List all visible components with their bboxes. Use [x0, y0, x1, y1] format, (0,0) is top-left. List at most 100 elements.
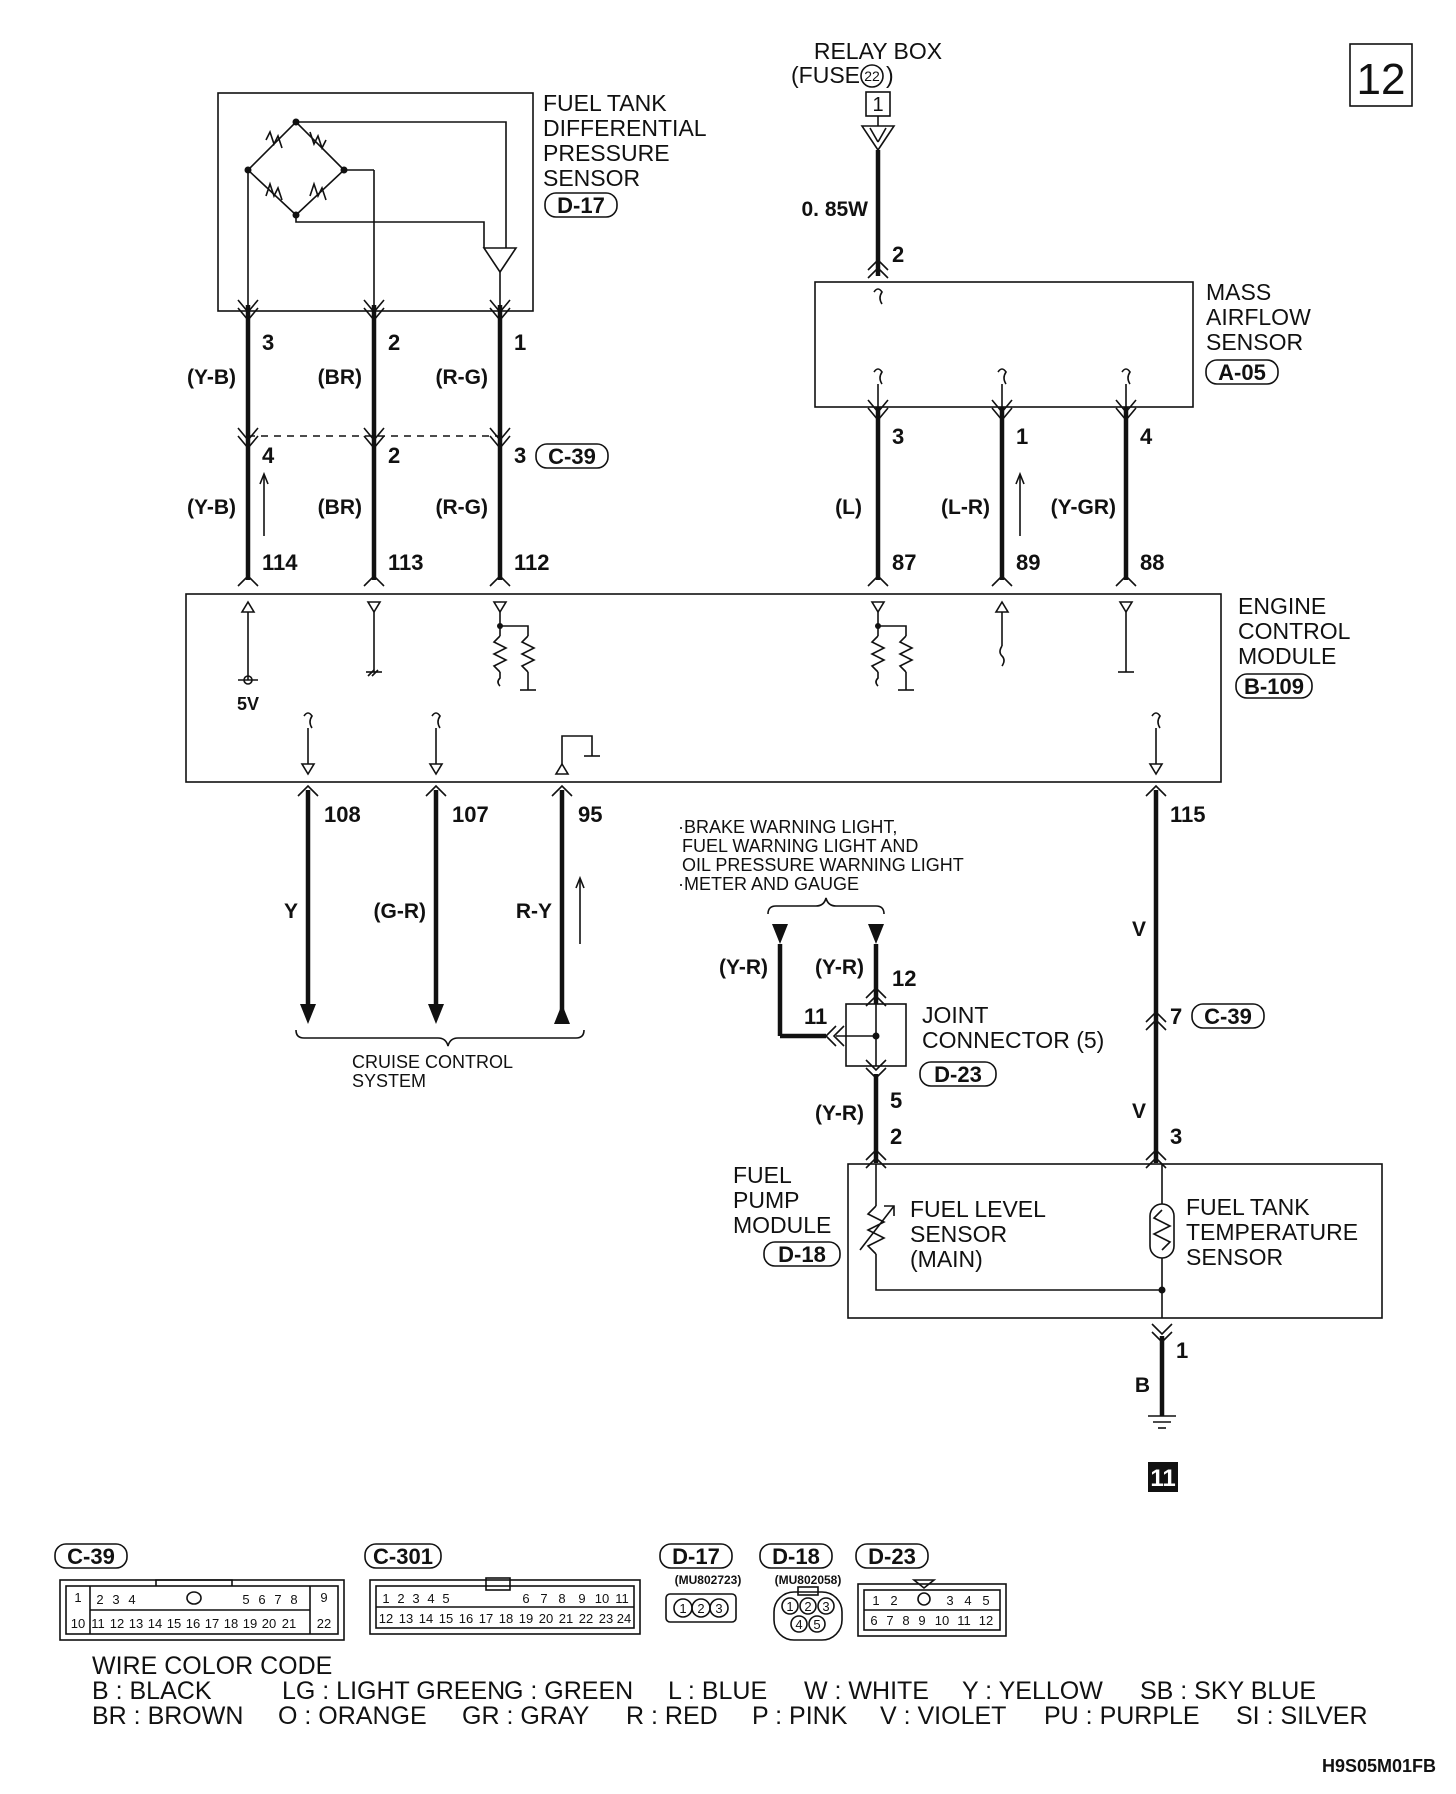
ecm-label-2: CONTROL	[1238, 618, 1351, 644]
d23-face-code: D-23	[868, 1544, 916, 1569]
fuel-level-sensor-icon	[859, 1164, 1162, 1291]
legend-title: WIRE COLOR CODE	[92, 1652, 332, 1680]
d17-cell: 3	[715, 1601, 722, 1616]
ecm-label-3: MODULE	[1238, 643, 1336, 669]
c301-cell: 6	[522, 1591, 529, 1606]
dp-sensor-wires	[237, 299, 511, 587]
c301-cell: 4	[427, 1591, 434, 1606]
c39-cell: 22	[317, 1616, 331, 1631]
ecm-box	[185, 593, 1222, 783]
legend-item: W : WHITE	[804, 1677, 929, 1705]
legend-item: P : PINK	[752, 1702, 848, 1730]
bridge-sensor-icon	[244, 118, 518, 311]
ecm-internal-circuits	[238, 600, 1164, 776]
d23-cell: 2	[890, 1593, 897, 1608]
c301-cell: 18	[499, 1611, 513, 1626]
ecm-pin-89: 89	[1016, 550, 1040, 575]
ground-color-b: B	[1135, 1374, 1150, 1397]
maf-color-l: (L)	[835, 496, 862, 519]
c39-cell: 3	[112, 1592, 119, 1607]
c301-cell: 21	[559, 1611, 573, 1626]
c39-cell: 11	[91, 1616, 105, 1631]
joint-pin-12: 12	[892, 966, 916, 991]
legend-item: G : GREEN	[504, 1677, 633, 1705]
d23-cell: 4	[964, 1593, 971, 1608]
c39-cell: 20	[262, 1616, 276, 1631]
d23-cell: 7	[886, 1613, 893, 1628]
dp-sensor-label-1: FUEL TANK	[543, 90, 667, 116]
c301-cell: 10	[595, 1591, 609, 1606]
c39-cell: 12	[110, 1616, 124, 1631]
d18-cell: 1	[786, 1599, 793, 1614]
ecm-label-1: ENGINE	[1238, 593, 1326, 619]
legend-item: B : BLACK	[92, 1677, 212, 1705]
c39-color-1: (Y-B)	[187, 496, 236, 519]
ecm-pin-113: 113	[388, 550, 424, 575]
legend-item: PU : PURPLE	[1044, 1702, 1200, 1730]
cruise-color-ry: R-Y	[516, 900, 552, 923]
relay-output-wire	[860, 116, 896, 279]
c301-cell: 16	[459, 1611, 473, 1626]
ecm-pin-108: 108	[324, 802, 361, 827]
b109-code: B-109	[1244, 674, 1304, 699]
ground-pin-1: 1	[1176, 1338, 1188, 1363]
fuel-pump-module-box	[847, 1163, 1383, 1319]
d23-cell: 8	[902, 1613, 909, 1628]
ecm-pin-107: 107	[452, 802, 489, 827]
c301-cell: 3	[412, 1591, 419, 1606]
c301-cell: 17	[479, 1611, 493, 1626]
maf-label-2: AIRFLOW	[1206, 304, 1311, 330]
c39-ref-badge-b	[1191, 1003, 1265, 1029]
c39-cell: 16	[186, 1616, 200, 1631]
dp-pin-2: 2	[388, 330, 400, 355]
maf-color-ygr: (Y-GR)	[1051, 496, 1116, 519]
joint-connector-wires	[767, 897, 907, 1169]
d18-code: D-18	[778, 1242, 826, 1267]
dp-sensor-label-3: PRESSURE	[543, 140, 670, 166]
c39-cell: 17	[205, 1616, 219, 1631]
d23-cell: 12	[979, 1613, 993, 1628]
c39-cell: 9	[320, 1590, 327, 1605]
joint-color-top: (Y-R)	[815, 956, 864, 979]
d17-code-badge	[544, 192, 618, 218]
d17-face-badge	[659, 1543, 733, 1569]
legend-item: SI : SILVER	[1236, 1702, 1368, 1730]
d18-face-badge	[759, 1543, 833, 1569]
d18-cell: 4	[795, 1617, 802, 1632]
violet-wire	[1145, 784, 1167, 1169]
d18-face-code: D-18	[772, 1544, 820, 1569]
joint-label-1: JOINT	[922, 1002, 988, 1028]
d23-face-badge	[855, 1543, 929, 1569]
temp-sensor-label-2: TEMPERATURE	[1186, 1219, 1358, 1245]
c301-face-badge	[364, 1543, 442, 1569]
c39-cell: 13	[129, 1616, 143, 1631]
warning-label-1: ·BRAKE WARNING LIGHT,	[678, 817, 897, 837]
d18-part-number: (MU802058)	[775, 1573, 842, 1587]
c39-pin-3: 3	[514, 443, 526, 468]
c301-cell: 22	[579, 1611, 593, 1626]
c39-cell: 4	[128, 1592, 135, 1607]
maf-pin-2: 2	[892, 242, 904, 267]
d18-cell: 5	[813, 1617, 820, 1632]
ecm-pin-115: 115	[1170, 802, 1206, 827]
c301-cell: 23	[599, 1611, 613, 1626]
cruise-color-y: Y	[284, 900, 298, 923]
fpm-pin-3: 3	[1170, 1124, 1182, 1149]
a05-code: A-05	[1218, 360, 1266, 385]
c39-ref-b: C-39	[1204, 1004, 1252, 1029]
joint-color-bottom: (Y-R)	[815, 1102, 864, 1125]
joint-color-left: (Y-R)	[719, 956, 768, 979]
dp-color-3: (R-G)	[436, 366, 488, 389]
c39-cell: 2	[96, 1592, 103, 1607]
c301-cell: 1	[382, 1591, 389, 1606]
c39-cell: 8	[290, 1592, 297, 1607]
maf-pin-4: 4	[1140, 424, 1153, 449]
c39-face-badge	[54, 1543, 128, 1569]
relay-box-fuse-label: (FUSE	[791, 62, 860, 88]
c39-ref-a: C-39	[548, 444, 596, 469]
d23-cell: 1	[872, 1593, 879, 1608]
fpm-pin-2: 2	[890, 1124, 902, 1149]
c301-cell: 2	[397, 1591, 404, 1606]
c301-cell: 14	[419, 1611, 433, 1626]
